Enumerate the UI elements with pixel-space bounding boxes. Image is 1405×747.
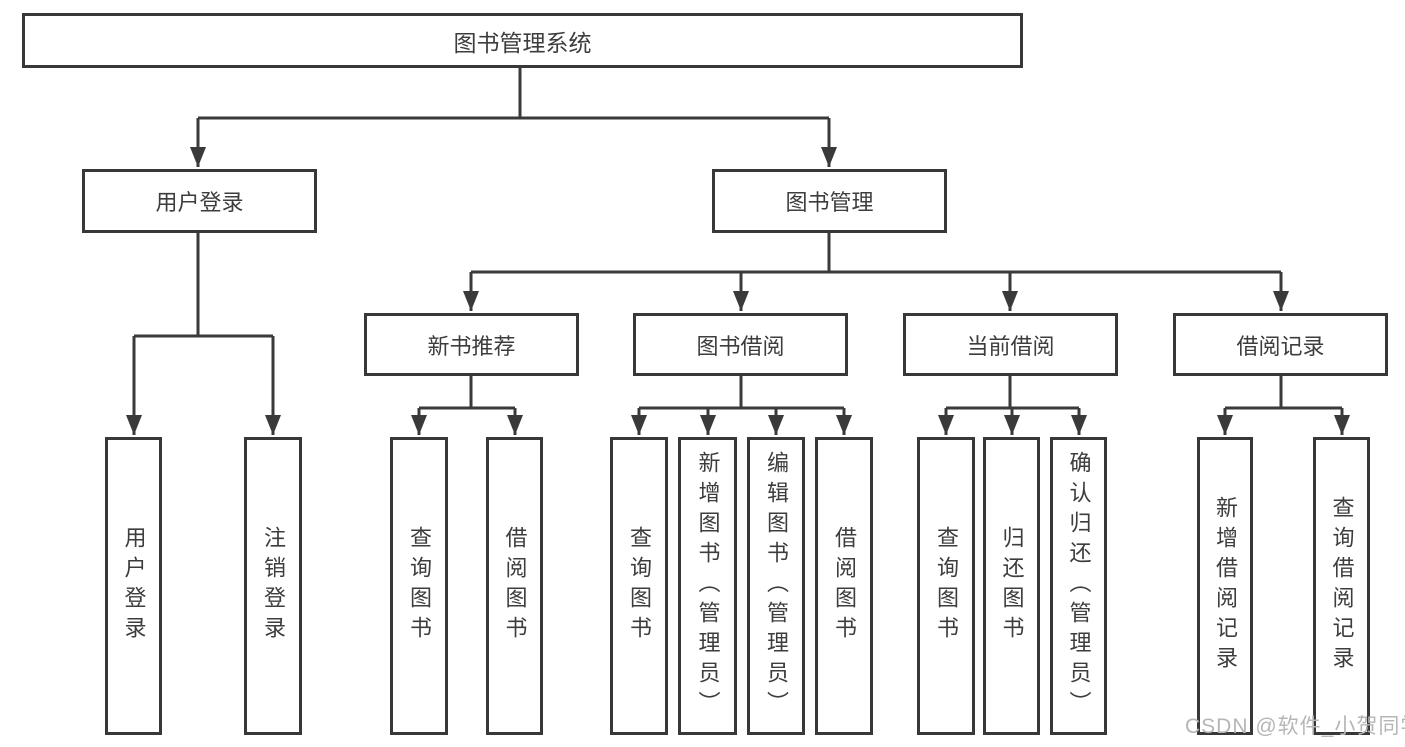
node-current-borrow: 当前借阅 [903,313,1118,376]
leaf-confirm-return-label: 确认归还（管理员） [1066,451,1092,721]
leaf-query-books-1-label: 查询图书 [407,526,432,646]
leaf-query-borrow-record: 查询借阅记录 [1313,437,1370,735]
leaf-query-borrow-record-label: 查询借阅记录 [1329,496,1355,676]
node-borrow-records-label: 借阅记录 [1236,333,1325,359]
node-user-login-branch-label: 用户登录 [155,190,244,215]
leaf-borrow-books-2-label: 借阅图书 [832,526,857,646]
leaf-query-books-2: 查询图书 [610,437,668,735]
leaf-add-borrow-record: 新增借阅记录 [1197,437,1253,735]
node-user-login-branch: 用户登录 [82,169,317,233]
leaf-borrow-books-2: 借阅图书 [815,437,873,735]
node-library-system: 图书管理系统 [22,13,1023,68]
watermark: CSDN @软件_小贺同学 [1185,715,1405,738]
leaf-confirm-return: 确认归还（管理员） [1050,437,1107,735]
leaf-user-login-label: 用户登录 [121,526,147,646]
node-book-borrow: 图书借阅 [633,313,848,376]
leaf-query-books-2-label: 查询图书 [627,526,652,646]
leaf-edit-books: 编辑图书（管理员） [747,437,805,735]
node-book-mgmt-branch: 图书管理 [712,169,947,233]
leaf-query-books-3: 查询图书 [917,437,975,735]
leaf-borrow-books-1-label: 借阅图书 [502,526,528,646]
node-library-system-label: 图书管理系统 [453,29,592,56]
node-new-book-recommend-label: 新书推荐 [427,333,516,359]
connector-skeleton [134,68,1342,410]
leaf-logout: 注销登录 [244,437,302,735]
node-borrow-records: 借阅记录 [1173,313,1388,376]
leaf-return-books: 归还图书 [983,437,1040,735]
leaf-query-books-3-label: 查询图书 [934,526,959,646]
leaf-edit-books-label: 编辑图书（管理员） [764,451,789,721]
node-book-borrow-label: 图书借阅 [696,333,785,359]
node-current-borrow-label: 当前借阅 [966,333,1055,359]
leaf-add-books: 新增图书（管理员） [678,437,737,735]
node-book-mgmt-branch-label: 图书管理 [785,190,874,215]
leaf-query-books-1: 查询图书 [390,437,448,735]
leaf-user-login: 用户登录 [105,437,162,735]
node-new-book-recommend: 新书推荐 [364,313,579,376]
leaf-add-books-label: 新增图书（管理员） [695,451,721,721]
leaf-return-books-label: 归还图书 [999,526,1025,646]
leaf-add-borrow-record-label: 新增借阅记录 [1213,496,1238,676]
leaf-logout-label: 注销登录 [261,526,286,646]
leaf-borrow-books-1: 借阅图书 [486,437,543,735]
